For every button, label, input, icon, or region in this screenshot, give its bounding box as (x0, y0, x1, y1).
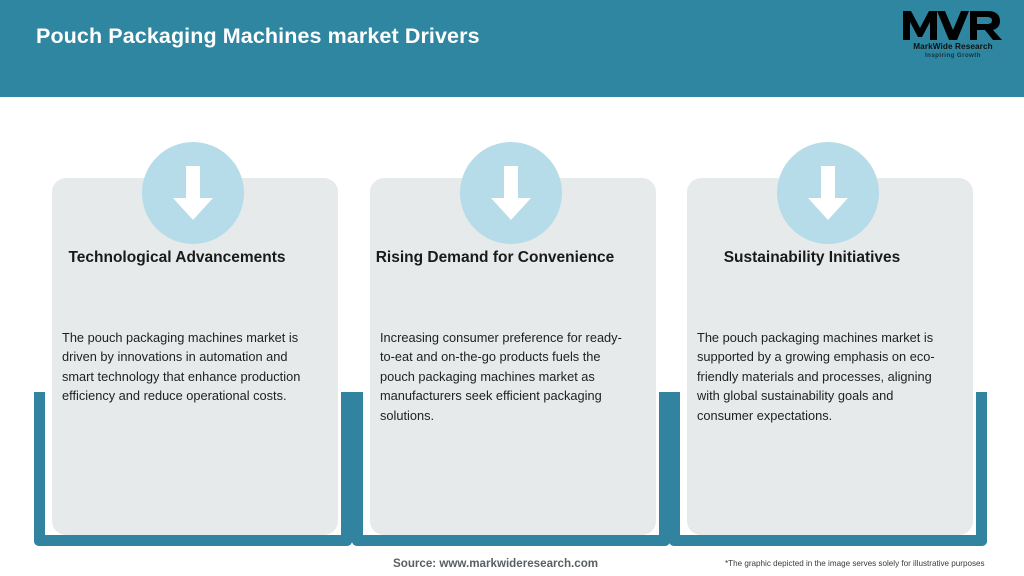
arrow-down-glyph (491, 166, 531, 220)
arrow-down-glyph (808, 166, 848, 220)
mwr-monogram-icon (903, 11, 1002, 40)
card-body-text: Increasing consumer preference for ready… (380, 330, 622, 423)
card-teal-frame (352, 392, 670, 546)
driver-card: Sustainability Initiatives The pouch pac… (669, 142, 987, 546)
header-bar: Pouch Packaging Machines market Drivers … (0, 0, 1024, 97)
card-teal-frame (669, 392, 987, 546)
disclaimer-note: *The graphic depicted in the image serve… (725, 559, 985, 568)
card-body-text: The pouch packaging machines market is d… (62, 330, 301, 404)
logo-tagline: Inspiring Growth (925, 51, 981, 59)
markwide-research-logo: MarkWide Research Inspiring Growth (898, 8, 1008, 64)
card-teal-frame (34, 392, 352, 546)
arrow-down-icon (142, 142, 244, 244)
arrow-down-icon (777, 142, 879, 244)
source-label: Source: www.markwideresearch.com (393, 557, 599, 570)
card-body-text: The pouch packaging machines market is s… (697, 330, 935, 423)
card-title: Rising Demand for Convenience (375, 249, 615, 266)
page-title: Pouch Packaging Machines market Drivers (36, 24, 480, 48)
arrow-down-glyph (173, 166, 213, 220)
card-title: Technological Advancements (68, 249, 286, 266)
driver-card: Rising Demand for Convenience Increasing… (352, 142, 670, 546)
driver-card: Technological Advancements The pouch pac… (34, 142, 352, 546)
arrow-down-icon (460, 142, 562, 244)
logo-company-name: MarkWide Research (913, 42, 993, 51)
card-title: Sustainability Initiatives (723, 249, 901, 266)
